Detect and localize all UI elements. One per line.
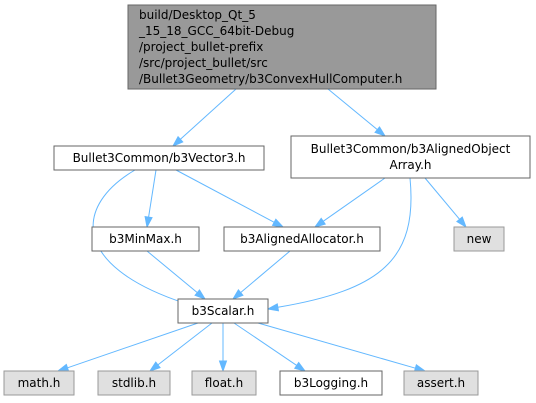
node-label: /Bullet3Geometry/b3ConvexHullComputer.h (139, 72, 402, 86)
node-box (177, 298, 269, 324)
edge-scalar-to-stdlib (148, 322, 213, 372)
edge-arrowhead (171, 135, 184, 148)
node-label: new (467, 232, 492, 246)
node-box (279, 370, 383, 396)
edge-vector3-to-alignedalloc (175, 169, 285, 228)
edge-line (327, 88, 378, 130)
edge-scalar-to-math (56, 322, 199, 372)
edge-alignedalloc-to-scalar (231, 250, 291, 300)
edge-arrowhead (144, 215, 153, 229)
node-alignedalloc[interactable]: b3AlignedAllocator.h (223, 226, 381, 252)
node-root[interactable]: build/Desktop_Qt_5 _15_18_GCC_64bit-Debug… (127, 4, 437, 90)
edge-line (180, 88, 237, 140)
node-box (3, 370, 75, 396)
edge-arrowhead (271, 218, 285, 228)
node-scalar[interactable]: b3Scalar.h (177, 298, 269, 324)
edge-line (233, 322, 297, 366)
edge-line (257, 322, 416, 369)
node-label: /project_bullet-prefix (139, 40, 263, 54)
edge-arrowhead (231, 289, 244, 300)
node-label: Bullet3Common/b3AlignedObject (311, 142, 511, 156)
node-box (127, 4, 437, 90)
node-math[interactable]: math.h (3, 370, 75, 396)
node-box (97, 370, 171, 396)
node-label: float.h (205, 376, 243, 390)
node-label: b3Scalar.h (192, 304, 255, 318)
edge-arrowhead (194, 289, 207, 300)
edge-line (148, 169, 157, 218)
edge-line (146, 250, 198, 293)
node-box (403, 370, 479, 396)
node-assert[interactable]: assert.h (403, 370, 479, 396)
node-label: b3Logging.h (294, 376, 368, 390)
edge-arrowhead (148, 361, 161, 372)
edge-minmax-to-scalar (146, 250, 207, 300)
edge-line (424, 177, 460, 220)
node-label: b3AlignedAllocator.h (240, 232, 364, 246)
node-stdlib[interactable]: stdlib.h (97, 370, 171, 396)
node-box (223, 226, 381, 252)
edge-arrowhead (374, 126, 387, 137)
edge-scalar-to-logging (233, 322, 307, 372)
node-label: Bullet3Common/b3Vector3.h (73, 151, 246, 165)
node-label: stdlib.h (112, 376, 156, 390)
edge-arrowhead (456, 216, 467, 229)
node-label: /src/project_bullet/src (139, 56, 268, 70)
edge-root-to-alignedarray (327, 88, 387, 137)
edge-scalar-to-assert (257, 322, 427, 373)
graph-nodes: build/Desktop_Qt_5 _15_18_GCC_64bit-Debug… (3, 4, 531, 396)
node-box (191, 370, 257, 396)
edge-vector3-to-minmax (144, 169, 157, 229)
edge-arrowhead (266, 303, 280, 312)
node-logging[interactable]: b3Logging.h (279, 370, 383, 396)
node-label: b3MinMax.h (109, 232, 182, 246)
node-float[interactable]: float.h (191, 370, 257, 396)
node-label: assert.h (417, 376, 465, 390)
node-label: build/Desktop_Qt_5 (139, 8, 256, 22)
node-vector3[interactable]: Bullet3Common/b3Vector3.h (53, 145, 265, 171)
node-box (453, 226, 505, 252)
node-label: Array.h (389, 158, 431, 172)
node-minmax[interactable]: b3MinMax.h (91, 226, 200, 252)
edge-alignedarray-to-new (424, 177, 467, 229)
node-box (53, 145, 265, 171)
edge-alignedarray-to-scalar (266, 177, 412, 312)
node-box (91, 226, 200, 252)
node-label: _15_18_GCC_64bit-Debug (138, 24, 294, 38)
edge-line (157, 322, 213, 366)
edge-line (322, 177, 386, 222)
edge-line (175, 169, 275, 223)
edge-root-to-vector3 (171, 88, 237, 148)
edge-arrowhead (293, 361, 307, 372)
edge-alignedarray-to-alignedalloc (313, 177, 386, 228)
edge-arrowhead (218, 360, 228, 373)
edge-arrowhead (56, 363, 70, 372)
edge-arrowhead (313, 217, 327, 228)
edge-line (240, 250, 291, 293)
edge-line (277, 177, 412, 308)
node-label: math.h (18, 376, 61, 390)
edge-line (67, 322, 199, 369)
node-new[interactable]: new (453, 226, 505, 252)
edge-scalar-to-float (218, 323, 228, 373)
node-box (290, 135, 531, 179)
